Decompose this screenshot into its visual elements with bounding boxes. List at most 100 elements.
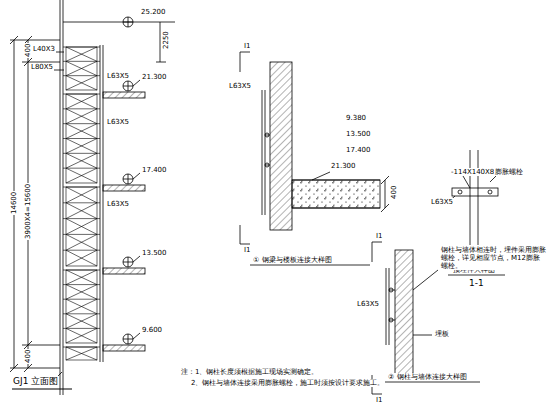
dimension: 2250 [162,30,170,50]
section-mark: I1 [243,246,252,254]
general-note: 注：1、钢柱长度须根据施工现场实测确定。 [180,368,319,376]
general-note: 2、钢柱与墙体连接采用膨胀螺栓，施工时须按设计要求施工。 [190,379,385,387]
brace [66,124,97,139]
dimension: 400 [24,43,32,58]
batten [63,138,100,139]
brace [66,219,97,235]
batten [63,123,100,124]
member-size: L40X3 [32,45,56,53]
member-size: L63X5 [106,118,130,126]
batten [63,202,100,203]
brace [66,234,97,250]
brace [66,187,97,203]
bolt-note: 膨胀螺栓 [494,168,524,176]
brace [66,299,97,314]
elevation-mark: 13.500 [141,249,168,257]
brace [66,61,97,75]
dimension: 400 [24,349,32,364]
section-mark: I1 [243,42,252,50]
brace [66,168,97,183]
member-size: L63X5 [228,82,252,90]
brace [66,76,97,90]
brace [66,299,97,314]
brace [66,219,97,235]
elevation-mark: 25.200 [140,8,167,16]
batten [63,270,100,271]
elevation-mark: 9.600 [141,326,163,334]
batten [63,218,100,219]
member-size: L63X5 [356,300,380,308]
batten [63,94,100,95]
brace [66,270,97,285]
batten [63,299,100,300]
dimension: 14600 [10,191,18,215]
brace [66,203,97,219]
dimension: 3900X4=15600 [24,183,32,240]
batten [63,234,100,235]
member-size: L63X5 [106,72,130,80]
brace [66,124,97,139]
batten [63,47,100,48]
elevation-mark: 17.400 [345,146,372,154]
batten [63,347,100,348]
brace [66,139,97,154]
brace [66,47,97,61]
elevation-mark: 9.380 [345,114,367,122]
brace [66,347,97,360]
detail-caption: ① 钢梁与楼板连接大样图 [252,256,333,264]
brace [66,109,97,124]
batten [63,187,100,188]
member-size: L80X5 [30,63,54,71]
truss-panel [66,270,97,343]
brace [66,328,97,343]
detail-caption: ② 钢柱与墙体连接大样图 [387,373,468,381]
brace [66,76,97,90]
brace [66,153,97,168]
brace [66,47,97,61]
brace [66,347,97,360]
brace [66,270,97,285]
drawing-title: GJ1 立面图 [12,376,59,386]
brace [66,285,97,300]
truss-panel [66,187,97,266]
batten [63,108,100,109]
brace [66,94,97,109]
brace [66,109,97,124]
section-title: 1-1 [468,278,485,288]
brace [66,139,97,154]
member-size: L63X5 [430,198,454,206]
batten [63,168,100,169]
dimension: 400 [390,185,398,200]
brace [66,153,97,168]
batten [63,153,100,154]
brace [66,314,97,329]
batten [63,328,100,329]
section-mark: I1 [375,232,384,240]
brace [66,328,97,343]
batten [63,250,100,251]
truss-panel [66,347,97,360]
brace [66,234,97,250]
brace [66,61,97,75]
detail-note: 钢柱与墙体相连时，埋件采用膨胀螺栓，详见相应节点，M12膨胀螺栓。 [440,246,547,270]
elevation-mark: 13.500 [345,130,372,138]
brace [66,250,97,266]
brace [66,203,97,219]
brace [66,94,97,109]
plate-note: 埋板 [434,330,450,338]
section-mark: I1 [375,396,384,404]
brace [66,168,97,183]
batten [63,75,100,76]
brace [66,250,97,266]
member-size: L63X5 [106,200,130,208]
truss-panel [66,47,97,90]
elevation-mark: 17.400 [141,166,168,174]
brace [66,187,97,203]
batten [63,284,100,285]
plate-size: -114X140X8 [450,168,495,176]
brace [66,314,97,329]
batten [63,313,100,314]
brace [66,285,97,300]
